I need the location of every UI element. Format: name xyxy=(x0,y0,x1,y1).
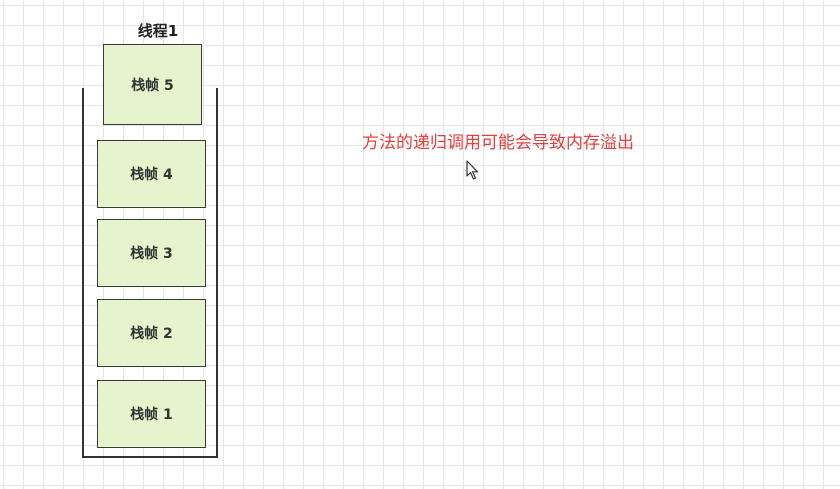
stack-frame-4: 栈帧 4 xyxy=(97,140,206,208)
stack-frame-label: 栈帧 4 xyxy=(130,167,173,183)
thread-title: 线程1 xyxy=(137,22,179,40)
stack-frame-label: 栈帧 3 xyxy=(130,246,173,262)
stack-frame-2: 栈帧 2 xyxy=(97,299,206,367)
stack-frame-label: 栈帧 2 xyxy=(130,326,173,342)
recursion-overflow-annotation: 方法的递归调用可能会导致内存溢出 xyxy=(362,133,634,153)
stack-frame-5: 栈帧 5 xyxy=(103,44,202,125)
mouse-pointer-icon xyxy=(466,160,479,180)
stack-frame-3: 栈帧 3 xyxy=(97,219,206,287)
stack-frame-label: 栈帧 5 xyxy=(131,77,174,94)
stack-frame-label: 栈帧 1 xyxy=(130,407,173,423)
thread-stack-container xyxy=(82,88,218,458)
stack-frame-1: 栈帧 1 xyxy=(97,380,206,448)
